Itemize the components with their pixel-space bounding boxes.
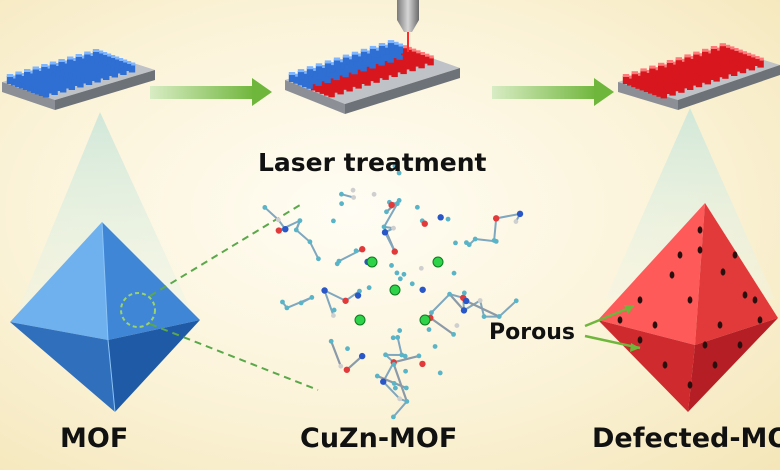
right-arrow-icon bbox=[150, 78, 272, 106]
laser-array bbox=[285, 40, 460, 114]
mof-array bbox=[2, 49, 155, 110]
zoom-line-top bbox=[149, 204, 301, 297]
mof-octahedron bbox=[10, 221, 200, 413]
zoom-line-bottom bbox=[149, 323, 319, 391]
defected-array bbox=[618, 43, 780, 110]
zoom-circle bbox=[120, 292, 156, 328]
laser-treatment-label: Laser treatment bbox=[258, 148, 487, 177]
cuzn-mof-label: CuZn-MOF bbox=[300, 423, 458, 454]
mof-label: MOF bbox=[60, 423, 129, 454]
porous-label: Porous bbox=[489, 320, 575, 345]
porous-pointer bbox=[584, 304, 641, 352]
right-arrow-icon bbox=[492, 78, 614, 106]
defected-octahedron bbox=[598, 203, 778, 412]
laser-nozzle-icon bbox=[397, 0, 419, 52]
defected-mof-label: Defected-MOF bbox=[592, 423, 780, 454]
cuzn-mof-structure bbox=[262, 163, 524, 420]
